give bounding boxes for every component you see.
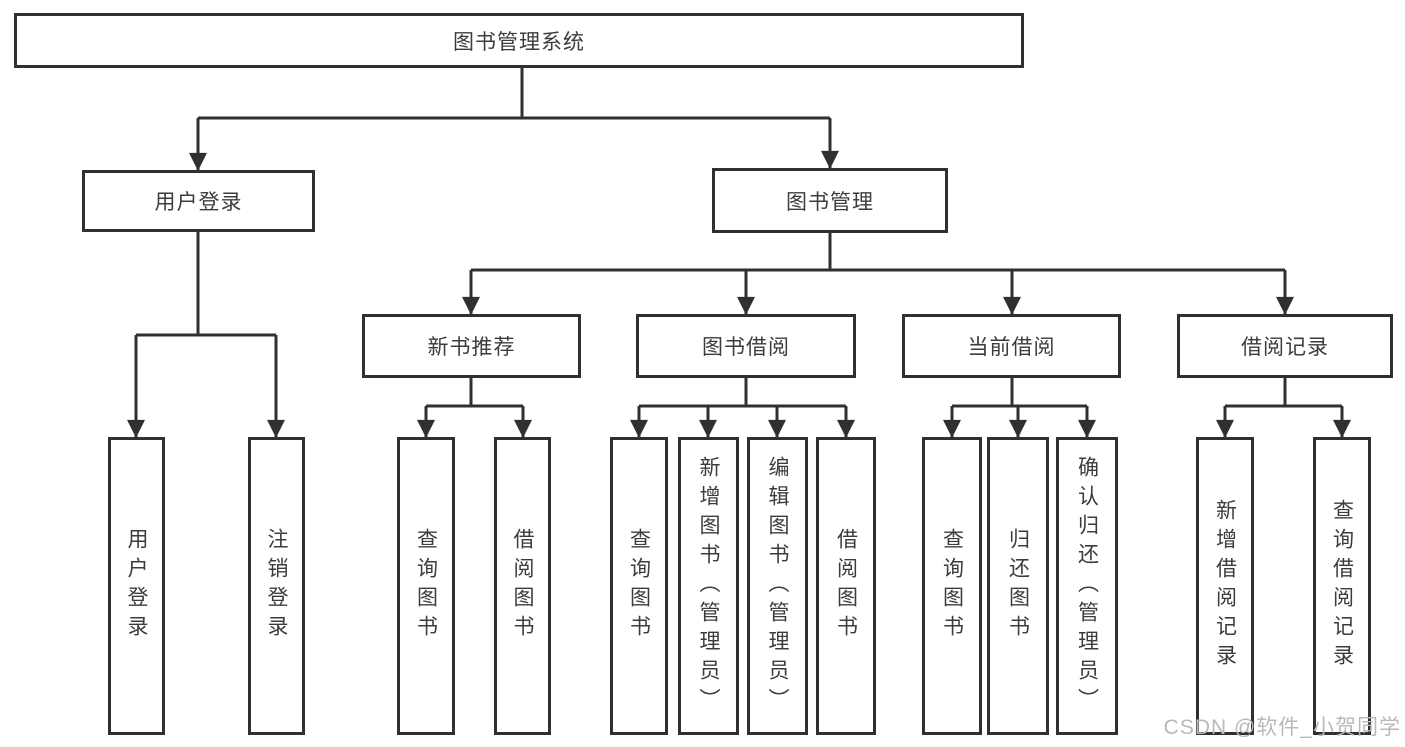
leaf-query-borrow-record: 查询借阅记录: [1313, 437, 1371, 735]
node-label: 注销登录: [265, 528, 288, 644]
node-current-borrowing: 当前借阅: [902, 314, 1121, 378]
leaf-edit-books-admin: 编辑图书（管理员）: [747, 437, 808, 735]
node-label: 图书管理系统: [453, 30, 585, 54]
node-label: 新书推荐: [427, 336, 516, 359]
leaf-confirm-return-admin: 确认归还（管理员）: [1056, 437, 1118, 735]
node-book-borrowing: 图书借阅: [636, 314, 856, 378]
node-label: 借阅图书: [834, 528, 858, 644]
node-label: 查询图书: [627, 528, 651, 644]
leaf-borrow-books-recommend: 借阅图书: [494, 437, 551, 735]
leaf-query-books-current: 查询图书: [922, 437, 982, 735]
node-label: 借阅图书: [511, 528, 534, 644]
node-label: 查询借阅记录: [1330, 499, 1354, 673]
node-new-book-recommendation: 新书推荐: [362, 314, 581, 378]
leaf-query-books-borrow: 查询图书: [610, 437, 668, 735]
node-label: 当前借阅: [967, 336, 1056, 359]
node-user-login: 用户登录: [82, 170, 315, 232]
leaf-return-books: 归还图书: [987, 437, 1049, 735]
node-label: 借阅记录: [1241, 336, 1329, 359]
csdn-watermark: CSDN @软件_小贺同学: [1163, 716, 1401, 739]
leaf-user-login: 用户登录: [108, 437, 165, 735]
node-book-management: 图书管理: [712, 168, 948, 233]
leaf-borrow-books: 借阅图书: [816, 437, 876, 735]
node-label: 新增图书（管理员）: [697, 455, 720, 717]
leaf-add-borrow-record: 新增借阅记录: [1196, 437, 1254, 735]
node-label: 查询图书: [940, 528, 964, 644]
node-label: 确认归还（管理员）: [1075, 455, 1099, 717]
node-label: 用户登录: [154, 191, 243, 214]
leaf-logout: 注销登录: [248, 437, 305, 735]
leaf-query-books-recommend: 查询图书: [397, 437, 455, 735]
node-label: 编辑图书（管理员）: [766, 455, 789, 717]
node-library-management-system: 图书管理系统: [14, 13, 1024, 68]
node-label: 图书管理: [786, 190, 874, 214]
node-label: 用户登录: [125, 528, 148, 644]
node-label: 图书借阅: [702, 336, 790, 359]
node-borrowing-records: 借阅记录: [1177, 314, 1393, 378]
leaf-add-books-admin: 新增图书（管理员）: [678, 437, 739, 735]
node-label: 查询图书: [414, 528, 438, 644]
node-label: 新增借阅记录: [1213, 499, 1237, 673]
node-label: 归还图书: [1006, 528, 1030, 644]
